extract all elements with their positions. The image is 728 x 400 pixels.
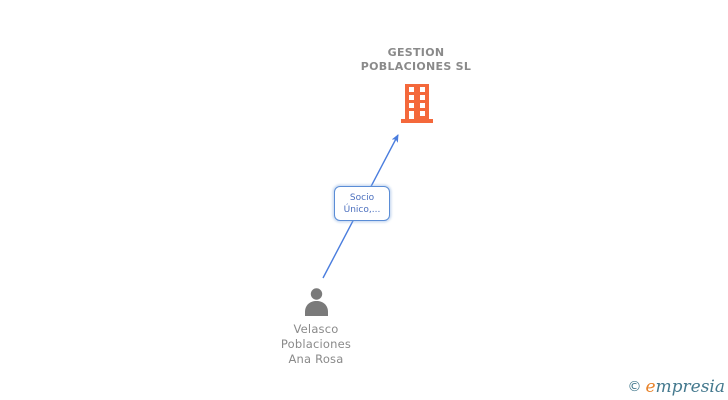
brand-logo: empresia xyxy=(645,378,725,396)
empresia-watermark: © empresia xyxy=(627,378,725,396)
copyright-icon: © xyxy=(627,379,642,395)
brand-logo-rest: mpresia xyxy=(655,377,726,397)
edge-relation-label[interactable]: Socio Único,... xyxy=(334,186,390,221)
company-name: GESTION POBLACIONES SL xyxy=(316,46,516,74)
brand-logo-lead: e xyxy=(645,377,656,397)
person-name: Velasco Poblaciones Ana Rosa xyxy=(251,322,381,367)
person-name-line: Poblaciones xyxy=(280,337,352,351)
edge-label-line: Socio xyxy=(349,192,375,203)
company-name-line: GESTION xyxy=(387,46,445,59)
person-icon xyxy=(305,288,328,316)
building-icon xyxy=(401,84,433,123)
company-name-line: POBLACIONES SL xyxy=(360,60,472,73)
person-name-line: Velasco xyxy=(293,322,339,336)
edge-label-line: Único,... xyxy=(343,204,381,215)
person-name-line: Ana Rosa xyxy=(288,352,344,366)
